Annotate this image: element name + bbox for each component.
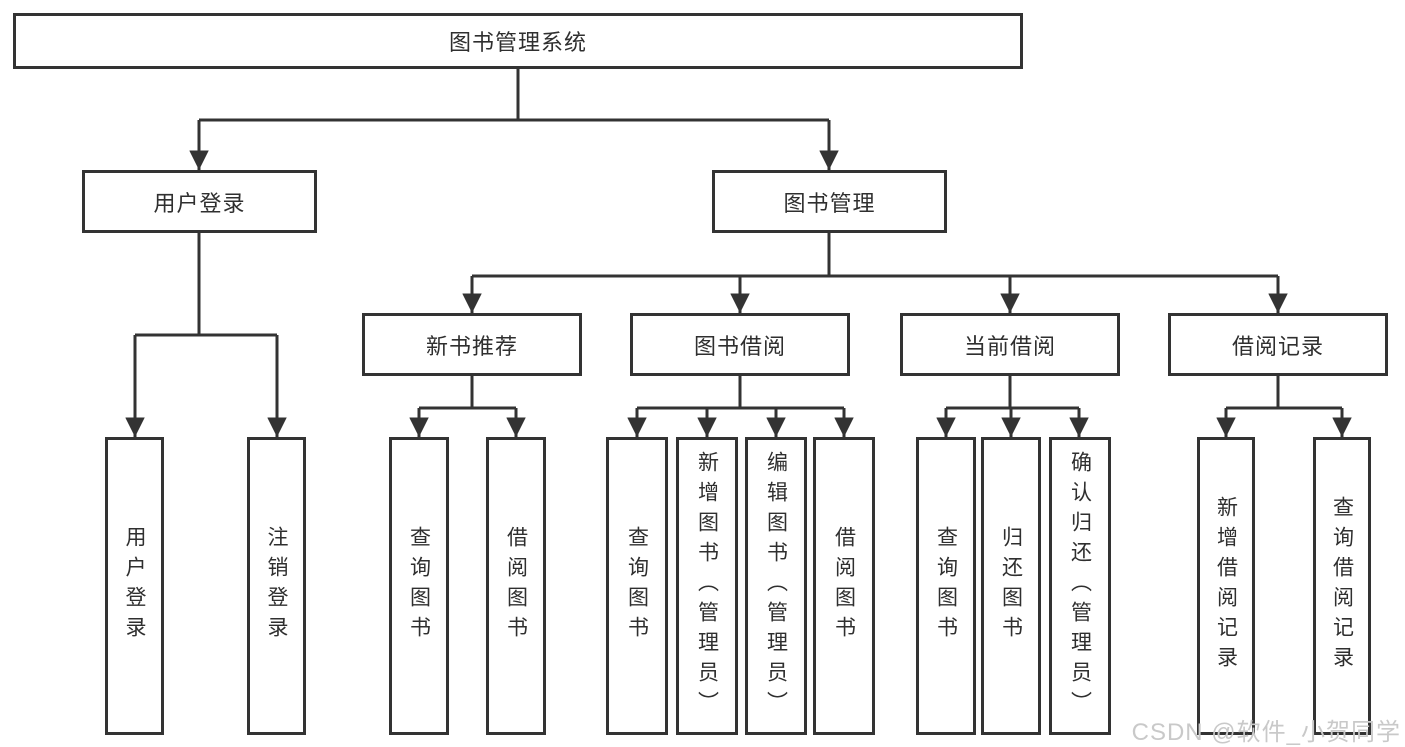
- node-book-borrowing: 图书借阅: [630, 313, 850, 376]
- node-new-book-recommendation: 新书推荐: [362, 313, 582, 376]
- leaf-query-books-borrow: 查询图书: [606, 437, 668, 735]
- leaf-query-books-recommend: 查询图书: [389, 437, 449, 735]
- node-library-management-system: 图书管理系统: [13, 13, 1023, 69]
- leaf-add-borrow-record: 新增借阅记录: [1197, 437, 1255, 735]
- csdn-watermark: CSDN @软件_小贺同学: [1131, 719, 1401, 746]
- leaf-query-borrow-record: 查询借阅记录: [1313, 437, 1371, 735]
- arrow-connectors: [125, 120, 1352, 437]
- leaf-confirm-return-admin: 确认归还（管理员）: [1049, 437, 1111, 735]
- leaf-query-books-current: 查询图书: [916, 437, 976, 735]
- connector-line: [135, 69, 1342, 410]
- leaf-add-books-admin: 新增图书（管理员）: [676, 437, 738, 735]
- node-user-login: 用户登录: [82, 170, 317, 233]
- leaf-borrow-books: 借阅图书: [813, 437, 875, 735]
- node-borrowing-records: 借阅记录: [1168, 313, 1388, 376]
- node-current-borrowing: 当前借阅: [900, 313, 1120, 376]
- leaf-edit-books-admin: 编辑图书（管理员）: [745, 437, 807, 735]
- leaf-borrow-books-recommend: 借阅图书: [486, 437, 546, 735]
- leaf-return-books: 归还图书: [981, 437, 1041, 735]
- node-book-management: 图书管理: [712, 170, 947, 233]
- leaf-logout: 注销登录: [247, 437, 306, 735]
- leaf-user-login: 用户登录: [105, 437, 164, 735]
